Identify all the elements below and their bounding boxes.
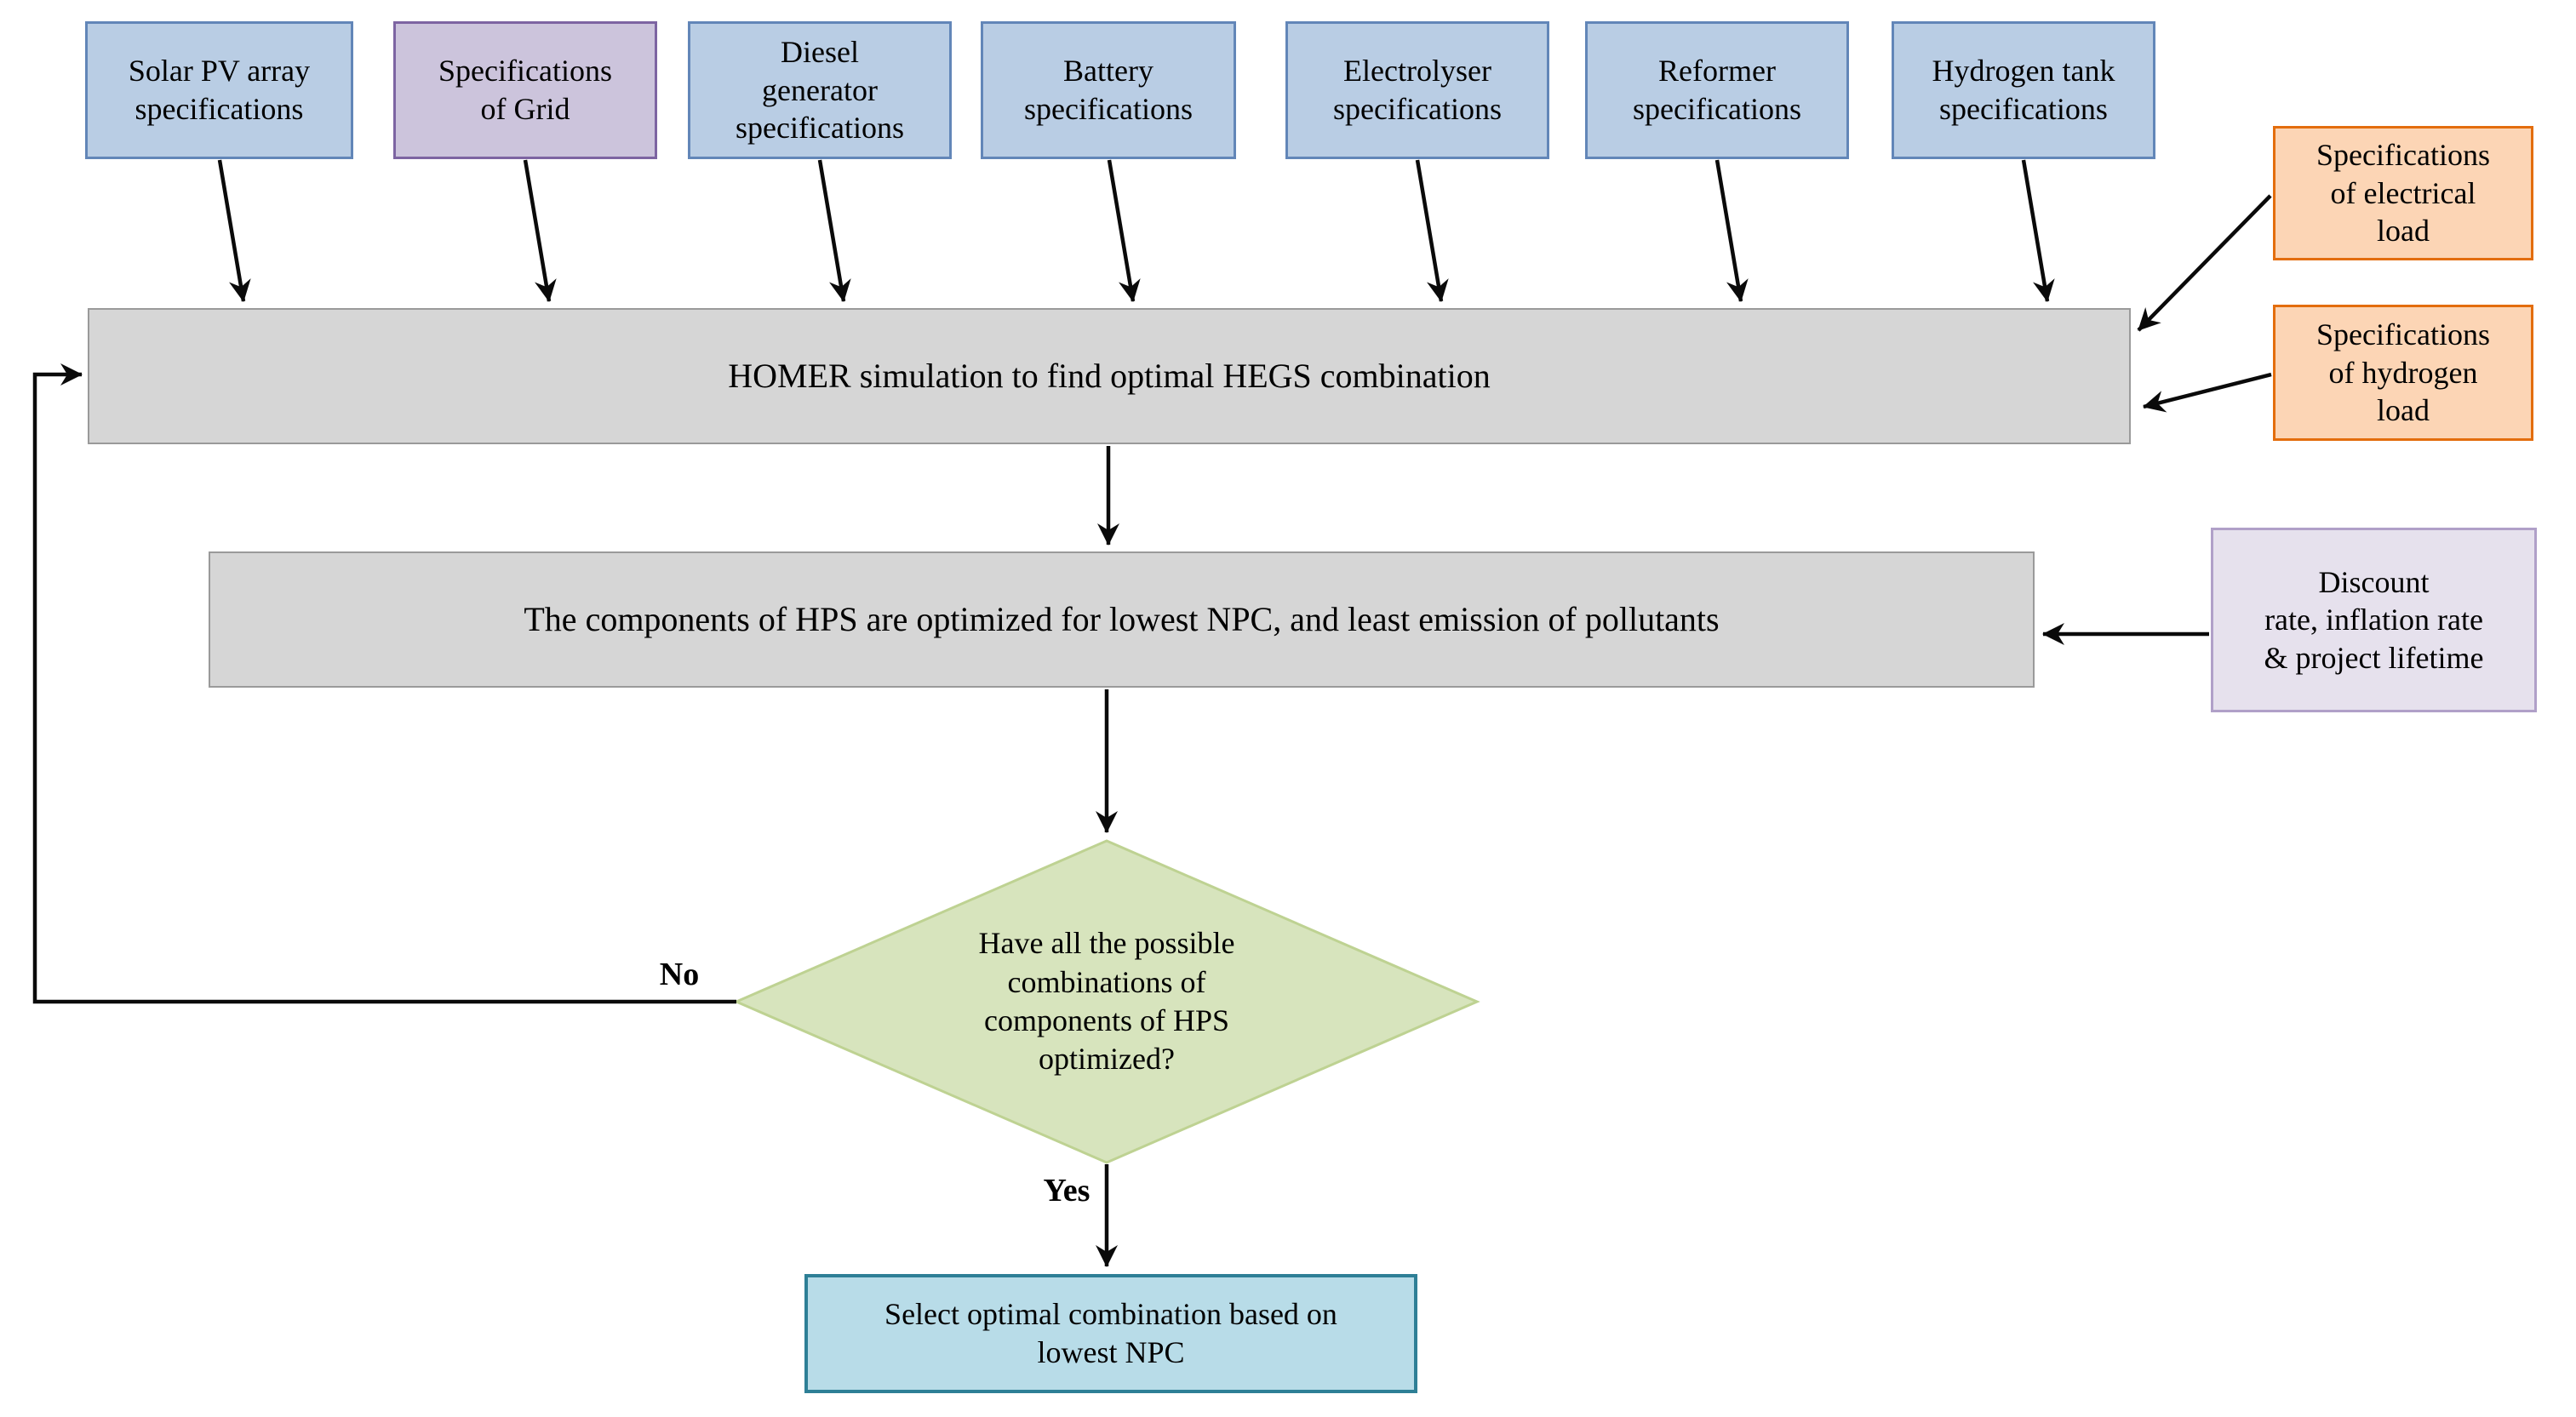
node-solar-pv-specs: Solar PV array specifications [85,21,353,159]
node-optimize-components: The components of HPS are optimized for … [209,551,2035,688]
node-homer-simulation: HOMER simulation to find optimal HEGS co… [88,308,2131,444]
node-diesel-generator-specs: Diesel generator specifications [688,21,952,159]
node-discount-inflation-lifetime: Discount rate, inflation rate & project … [2211,528,2537,712]
edge-label-yes: Yes [1043,1173,1091,1208]
arrow-no-feedback-to-homer [32,363,736,1004]
node-electrolyser-specs: Electrolyser specifications [1285,21,1549,159]
arrow-diesel-to-homer [817,159,851,302]
node-decision-all-combinations: Have all the possible combinations of co… [978,926,1235,1077]
arrow-electrical-load-to-homer [2137,194,2272,332]
node-select-optimal-combination: Select optimal combination based on lowe… [804,1274,1417,1393]
edge-label-no: No [659,957,700,992]
node-grid-specs: Specifications of Grid [393,21,657,159]
node-hydrogen-load-specs: Specifications of hydrogen load [2273,305,2533,441]
node-hydrogen-tank-specs: Hydrogen tank specifications [1892,21,2155,159]
arrow-battery-to-homer [1107,159,1141,302]
arrow-electrolyser-to-homer [1415,159,1449,302]
node-battery-specs: Battery specifications [981,21,1236,159]
arrow-hydrogen-tank-to-homer [2021,159,2055,302]
node-electrical-load-specs: Specifications of electrical load [2273,126,2533,260]
arrow-hydrogen-load-to-homer [2143,372,2272,413]
arrow-grid-to-homer [523,159,557,302]
arrow-reformer-to-homer [1714,159,1749,302]
arrow-solar-to-homer [217,159,251,302]
node-reformer-specs: Reformer specifications [1585,21,1849,159]
